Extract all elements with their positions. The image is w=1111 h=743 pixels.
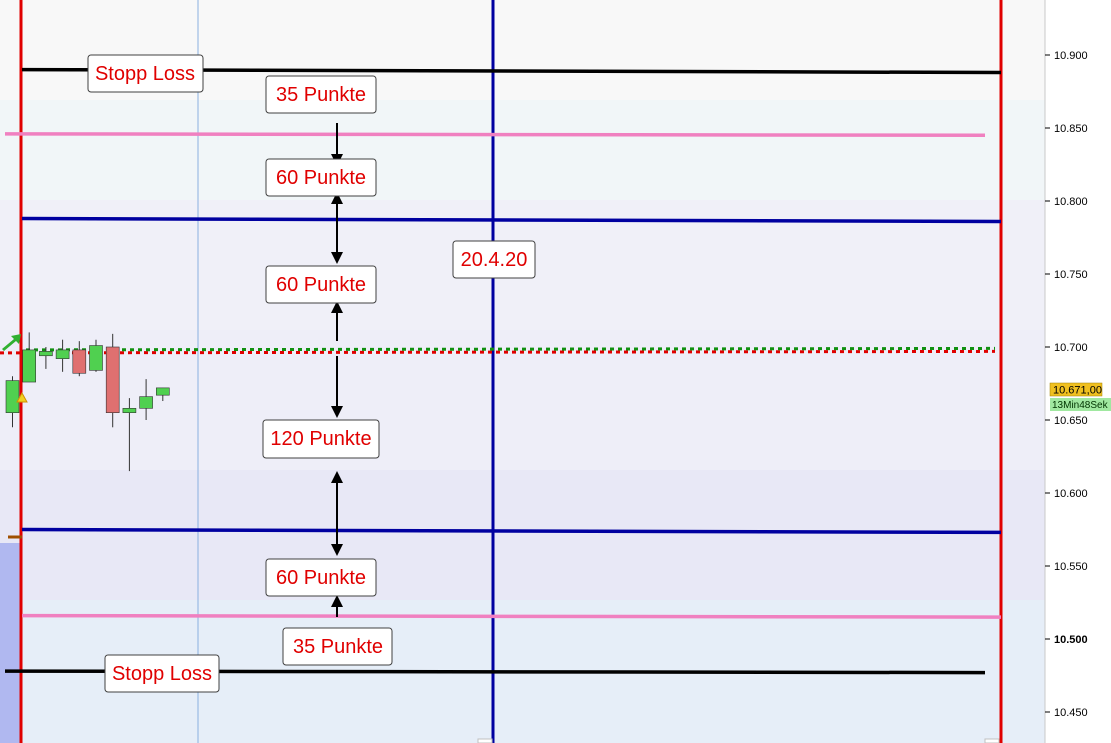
candle-body bbox=[122, 408, 137, 414]
current-price-text: 10.671,00 bbox=[1053, 385, 1102, 397]
annotation-text: 60 Punkte bbox=[276, 567, 366, 589]
level-line-target-lower[interactable] bbox=[21, 613, 1002, 619]
candle-body bbox=[72, 349, 87, 374]
level-line-target-upper[interactable] bbox=[4, 132, 986, 138]
y-tick-label: 10.500 bbox=[1054, 634, 1088, 646]
y-tick-label: 10.900 bbox=[1054, 50, 1088, 62]
annotation-60-mid[interactable]: 60 Punkte bbox=[265, 265, 377, 304]
annotation-35-lower[interactable]: 35 Punkte bbox=[282, 627, 393, 666]
current-price-tag: 10.671,00 bbox=[1049, 382, 1103, 397]
y-tick-label: 10.800 bbox=[1054, 196, 1088, 208]
up-arrow-icon bbox=[2, 334, 21, 351]
candle-body bbox=[89, 345, 103, 371]
annotation-35-upper[interactable]: 35 Punkte bbox=[265, 75, 377, 114]
warning-icon bbox=[16, 391, 28, 403]
scroll-handle-left[interactable] bbox=[477, 738, 493, 743]
candle[interactable] bbox=[156, 387, 170, 402]
annotation-stop-loss-upper[interactable]: Stopp Loss bbox=[87, 54, 204, 93]
candle[interactable] bbox=[139, 379, 153, 420]
candle-body bbox=[156, 387, 170, 396]
annotation-text: 35 Punkte bbox=[276, 84, 366, 106]
countdown-text: 13Min48Sek bbox=[1052, 400, 1109, 411]
annotation-date[interactable]: 20.4.20 bbox=[452, 240, 536, 279]
annotation-text: 20.4.20 bbox=[461, 249, 528, 271]
annotation-120[interactable]: 120 Punkte bbox=[262, 419, 380, 459]
annotation-60-lower[interactable]: 60 Punkte bbox=[265, 558, 377, 597]
level-line-level-upper[interactable] bbox=[21, 216, 1002, 224]
entry-line-green[interactable] bbox=[21, 346, 996, 352]
level-line-level-lower[interactable] bbox=[21, 527, 1002, 535]
candle[interactable] bbox=[55, 339, 70, 372]
y-tick-label: 10.650 bbox=[1054, 415, 1088, 427]
candle[interactable] bbox=[22, 332, 37, 383]
annotation-text: 60 Punkte bbox=[276, 274, 366, 296]
background-bands bbox=[0, 100, 1045, 743]
scroll-handle-right[interactable] bbox=[984, 738, 1000, 743]
annotation-text: Stopp Loss bbox=[95, 63, 195, 85]
y-tick-label: 10.450 bbox=[1054, 707, 1088, 719]
annotation-text: 60 Punkte bbox=[276, 167, 366, 189]
candle[interactable] bbox=[105, 333, 120, 428]
entry-line-red[interactable] bbox=[0, 349, 996, 355]
candle[interactable] bbox=[39, 347, 53, 369]
annotation-stop-loss-lower[interactable]: Stopp Loss bbox=[104, 654, 220, 693]
y-tick-label: 10.550 bbox=[1054, 561, 1088, 573]
candle[interactable] bbox=[72, 341, 87, 377]
annotation-text: Stopp Loss bbox=[112, 663, 212, 685]
y-tick-label: 10.700 bbox=[1054, 342, 1088, 354]
candle-body bbox=[39, 351, 53, 357]
annotation-text: 35 Punkte bbox=[293, 636, 383, 658]
candle-body bbox=[5, 380, 20, 413]
annotation-text: 120 Punkte bbox=[270, 428, 371, 450]
y-tick-label: 10.750 bbox=[1054, 269, 1088, 281]
countdown-tag: 13Min48Sek bbox=[1050, 398, 1111, 411]
candle-body bbox=[105, 346, 120, 413]
candle[interactable] bbox=[122, 398, 137, 472]
y-tick-label: 10.600 bbox=[1054, 488, 1088, 500]
candle-body bbox=[139, 396, 153, 409]
y-tick-label: 10.850 bbox=[1054, 123, 1088, 135]
candle[interactable] bbox=[89, 339, 103, 372]
price-axis[interactable]: 10.900 10.850 10.800 10.750 10.700 10.650 10.6… bbox=[1044, 0, 1111, 743]
candle-body bbox=[55, 349, 70, 359]
candle[interactable] bbox=[5, 376, 20, 428]
annotation-60-upper[interactable]: 60 Punkte bbox=[265, 158, 377, 197]
candle-body bbox=[22, 349, 37, 383]
